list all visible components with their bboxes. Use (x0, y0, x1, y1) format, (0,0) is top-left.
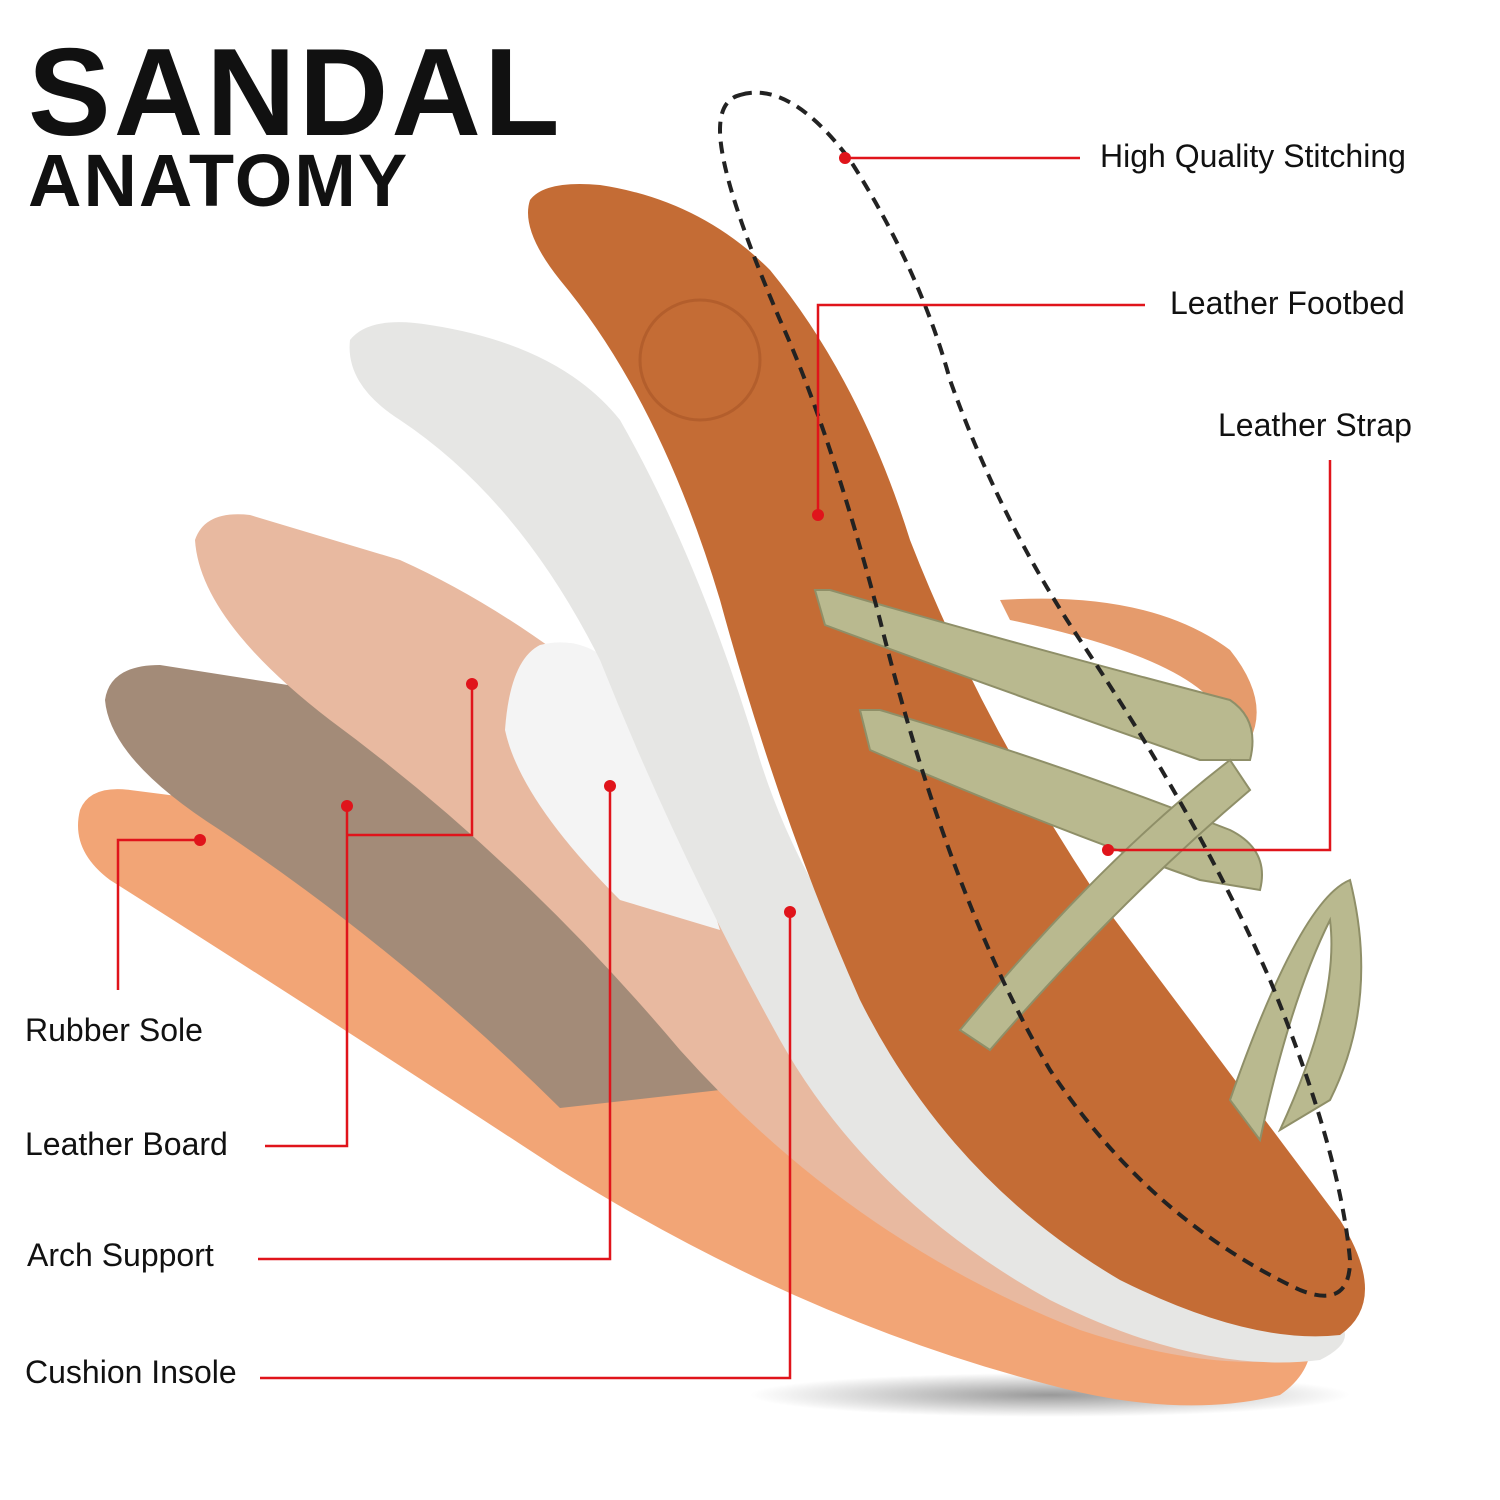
leader-strap (1108, 460, 1332, 852)
leader-dots (194, 152, 1114, 918)
label-leather-board: Leather Board (25, 1126, 228, 1162)
leather-board-layer (105, 665, 720, 1108)
leather-strap-back (1000, 598, 1257, 740)
label-rubber-sole: Rubber Sole (25, 1012, 203, 1048)
leader-cushion-insole (260, 912, 792, 1380)
brand-logo-emboss (638, 298, 762, 422)
leader-footbed (816, 303, 1145, 515)
title-line-2: ANATOMY (28, 139, 410, 222)
leader-rubber-sole (116, 838, 200, 990)
stitching-outline (717, 90, 1353, 1298)
leader-lines (116, 156, 1332, 1380)
label-footbed: Leather Footbed (1170, 285, 1405, 321)
label-stitching: High Quality Stitching (1100, 138, 1406, 174)
leather-strap (813, 589, 1363, 1143)
label-strap: Leather Strap (1218, 407, 1412, 443)
leader-arch-support (258, 786, 612, 1261)
leader-leather-board (265, 806, 349, 1148)
label-cushion-insole: Cushion Insole (25, 1354, 237, 1390)
label-arch-support: Arch Support (27, 1237, 214, 1273)
leader-leather-board-branch (347, 684, 474, 837)
title-line-1: SANDAL (28, 24, 563, 162)
cushion-insole-layer (349, 322, 1345, 1363)
